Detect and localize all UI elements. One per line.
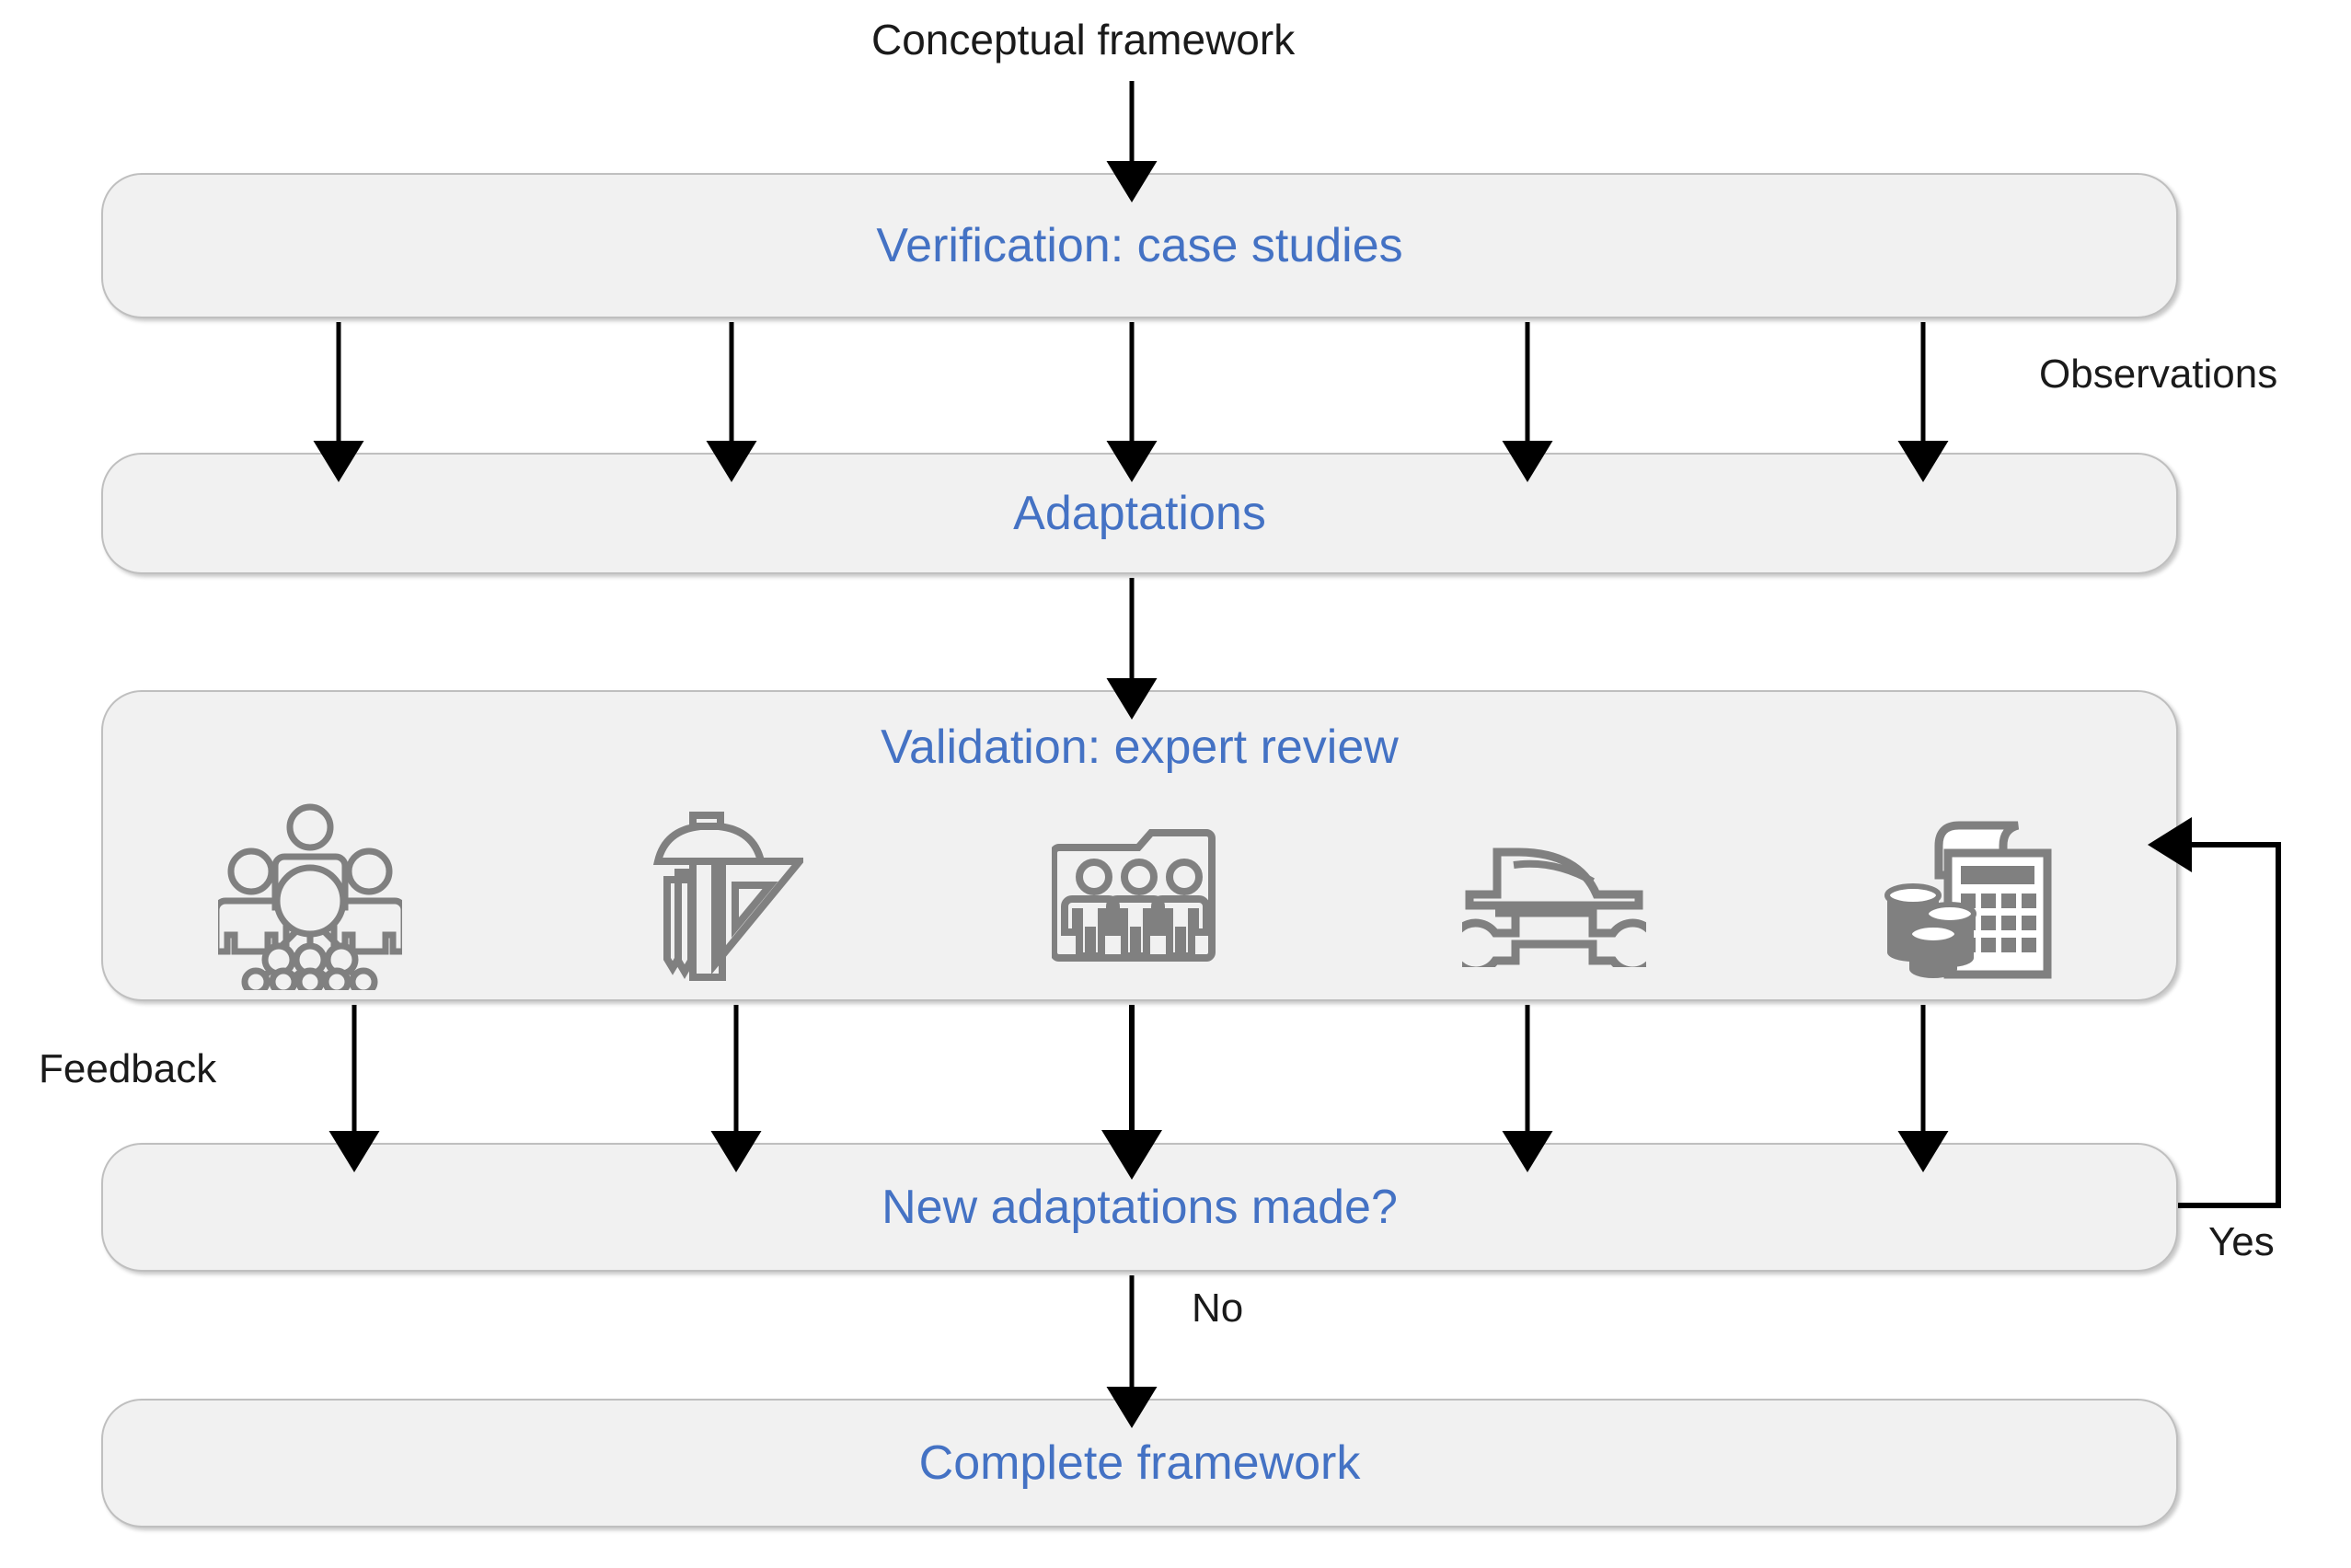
node-complete[interactable]: Complete framework [101,1399,2178,1528]
node-decision[interactable]: New adaptations made? [101,1143,2178,1272]
entry-label-conceptual-framework: Conceptual framework [871,16,1296,63]
node-verification[interactable]: Verification: case studies [101,173,2178,318]
icon-cell-stakeholder-network[interactable] [103,799,518,992]
edge-label-yes: Yes [2208,1219,2275,1264]
icon-cell-personnel-folder[interactable] [932,799,1347,992]
node-adaptations[interactable]: Adaptations [101,453,2178,574]
edge-label-no: No [1192,1286,1244,1331]
design-tools-icon [652,812,803,981]
node-validation-label: Validation: expert review [881,721,1399,774]
node-decision-label: New adaptations made? [882,1181,1398,1234]
stakeholder-network-icon [218,803,403,990]
maintenance-icon [1462,847,1647,967]
node-validation[interactable]: Validation: expert review [101,690,2178,1001]
node-adaptations-label: Adaptations [1013,487,1266,540]
node-complete-label: Complete framework [918,1436,1361,1490]
validation-icon-row [103,799,2176,992]
node-verification-label: Verification: case studies [876,219,1403,272]
icon-cell-design-tools[interactable] [518,799,933,992]
icon-cell-finance-calculator[interactable] [1761,799,2176,992]
icon-cell-maintenance[interactable] [1347,799,1762,992]
arrow-feedback-loop-yes [2148,817,2281,1208]
edge-label-feedback: Feedback [39,1046,217,1091]
edge-label-observations: Observations [2039,352,2278,397]
personnel-folder-icon [1052,829,1216,962]
finance-calculator-icon [1884,821,2052,978]
